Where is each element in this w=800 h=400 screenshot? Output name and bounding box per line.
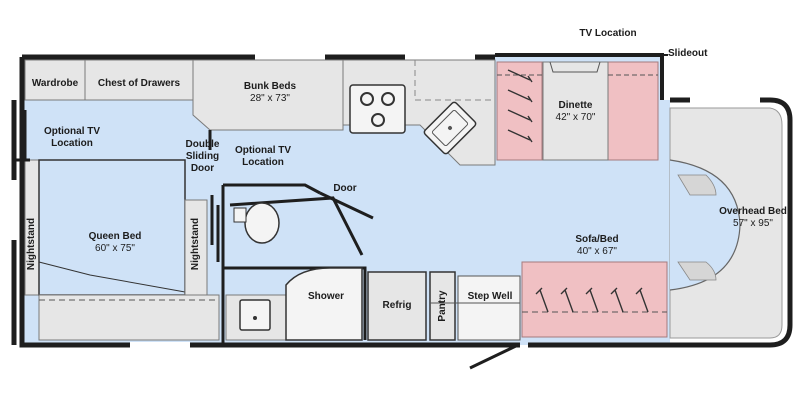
window-3	[11, 180, 17, 240]
refrig-label: Refrig	[382, 300, 412, 311]
overhead-bed-label: Overhead Bed 57" x 95"	[719, 206, 787, 229]
bedroom-wall	[14, 110, 212, 162]
sofa-bed-marks	[535, 287, 649, 313]
chest-of-drawers-label: Chest of Drawers	[97, 78, 181, 89]
wardrobe-bottom	[38, 294, 220, 341]
burner	[381, 92, 395, 106]
bath-drain	[253, 316, 257, 320]
step-well-label: Step Well	[467, 291, 513, 302]
shower-label: Shower	[307, 291, 345, 302]
wardrobe-label: Wardrobe	[31, 78, 79, 89]
chest-cabinet	[84, 59, 194, 101]
cab-seat-left	[677, 174, 717, 196]
refrigerator	[367, 271, 427, 341]
bath-sink	[239, 299, 271, 331]
galley-dashed	[414, 60, 495, 101]
window-5	[130, 342, 190, 348]
step-well	[457, 275, 521, 341]
nightstand-left-label: Nightstand	[26, 217, 37, 271]
window-4	[690, 97, 760, 103]
stove	[349, 84, 406, 134]
pantry-cabinet	[429, 271, 456, 341]
queen-bed-label: Queen Bed 60" x 75"	[88, 231, 142, 254]
queen-bed	[38, 159, 186, 296]
toilet	[233, 202, 280, 244]
outer-wall-right	[670, 97, 793, 348]
nightstand-right-label: Nightstand	[190, 217, 201, 271]
pantry-label: Pantry	[437, 290, 448, 322]
dinette-table	[542, 61, 609, 161]
entry-door	[469, 343, 519, 370]
wardrobe-cabinet	[24, 59, 86, 101]
bunk-bed	[192, 59, 344, 131]
queen-bed-fold	[38, 261, 186, 293]
sliding-door	[210, 195, 220, 262]
dinette-label: Dinette 42" x 70"	[555, 100, 596, 123]
bath-door	[319, 191, 374, 220]
burner	[371, 113, 385, 127]
dinette-table-edge	[549, 61, 601, 73]
shower	[285, 267, 363, 341]
tv-location-label: TV Location	[579, 28, 637, 39]
dinette-seat-left	[496, 61, 543, 161]
burner	[360, 92, 374, 106]
window-2	[405, 54, 475, 60]
galley-sink	[423, 101, 477, 155]
slideout-label: Slideout	[668, 48, 708, 59]
dinette-seat-right	[607, 61, 659, 161]
dinette-bed-marks	[507, 69, 533, 143]
door-label: Door	[333, 183, 357, 194]
sofa-bed-label: Sofa/Bed 40" x 67"	[575, 234, 619, 257]
cab-seat-right	[677, 261, 717, 281]
bath-wall	[221, 183, 367, 345]
bunk-beds-label: Bunk Beds 28" x 73"	[243, 81, 297, 104]
window-1	[255, 54, 325, 60]
double-sliding-door-label: Double Sliding Door	[185, 139, 220, 174]
optional-tv-location-left-label: Optional TV Location	[43, 126, 101, 149]
cab-nose	[669, 159, 741, 291]
optional-tv-location-center-label: Optional TV Location	[234, 145, 292, 168]
